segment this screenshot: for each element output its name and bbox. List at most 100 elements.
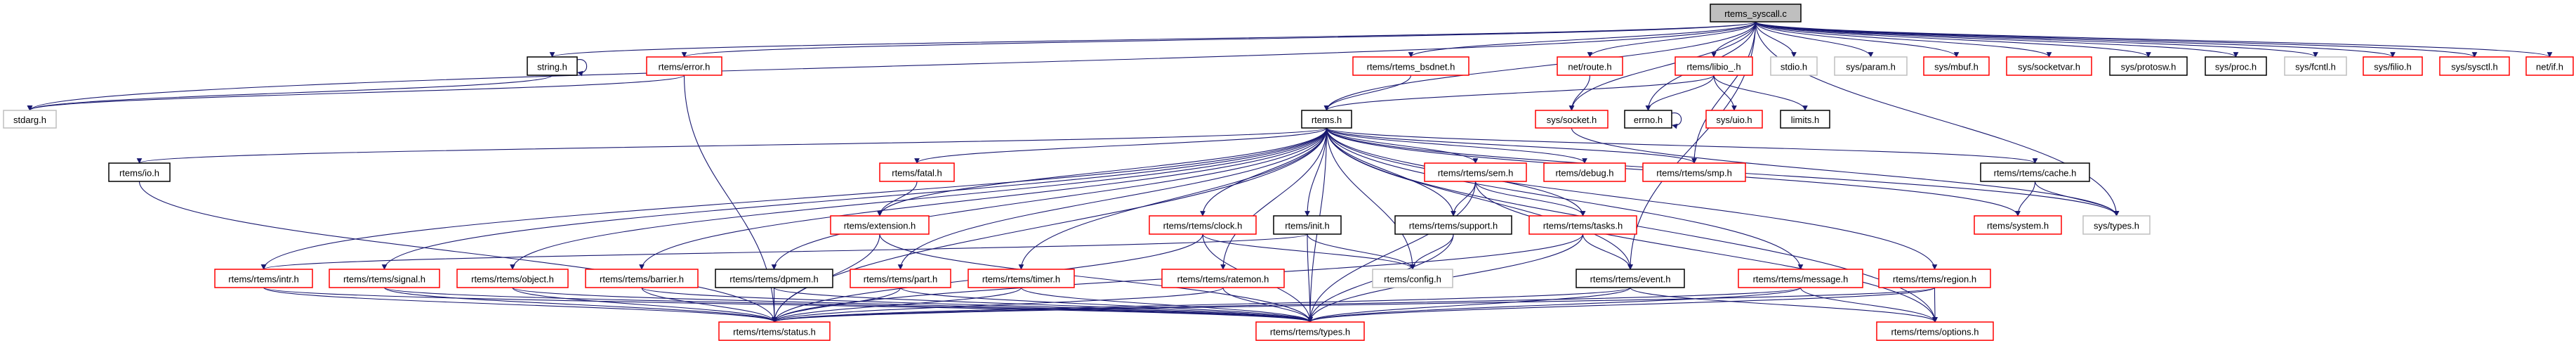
node-box [1834, 56, 1908, 76]
edge-rtemsh-to-cache [1326, 127, 2038, 164]
node-fcntl[interactable]: sys/fcntl.h [2284, 56, 2347, 76]
node-barrier[interactable]: rtems/rtems/barrier.h [585, 269, 699, 288]
node-intr[interactable]: rtems/rtems/intr.h [214, 269, 313, 288]
node-box [646, 56, 722, 76]
edge-syscall-to-libio [1711, 21, 1757, 58]
node-status[interactable]: rtems/rtems/status.h [718, 321, 831, 341]
edge-rtemsh-to-support [1326, 127, 1456, 217]
edge-rtemsh-to-barrier [639, 127, 1328, 270]
node-clock[interactable]: rtems/rtems/clock.h [1149, 215, 1257, 235]
edge-syscall-to-stdio [1755, 21, 1797, 58]
node-bsdnet[interactable]: rtems/rtems_bsdnet.h [1352, 56, 1469, 76]
node-signal[interactable]: rtems/rtems/signal.h [329, 269, 440, 288]
node-label: rtems/io.h [119, 168, 159, 179]
edge-rtemsh-to-region [1326, 127, 1938, 270]
node-event[interactable]: rtems/rtems/event.h [1576, 269, 1685, 288]
node-tasks[interactable]: rtems/rtems/tasks.h [1528, 215, 1637, 235]
edge-object-to-types [512, 287, 1313, 323]
edge-object-to-status [512, 287, 777, 323]
edge-syscall-to-bsdnet [1408, 21, 1757, 58]
node-label: rtems/rtems/timer.h [982, 274, 1060, 285]
node-object[interactable]: rtems/rtems/object.h [456, 269, 569, 288]
node-box [1301, 110, 1352, 129]
node-limits[interactable]: limits.h [1780, 110, 1830, 129]
node-label: sys/param.h [1846, 62, 1896, 72]
node-fatal[interactable]: rtems/fatal.h [879, 162, 955, 182]
node-io[interactable]: rtems/io.h [108, 162, 171, 182]
node-rtemsh[interactable]: rtems.h [1301, 110, 1352, 129]
node-box [585, 269, 699, 288]
node-error[interactable]: rtems/error.h [646, 56, 722, 76]
node-debug[interactable]: rtems/debug.h [1543, 162, 1626, 182]
node-systypes[interactable]: sys/types.h [2082, 215, 2151, 235]
node-smp[interactable]: rtems/rtems/smp.h [1642, 162, 1746, 182]
node-region[interactable]: rtems/rtems/region.h [1878, 269, 1991, 288]
edge-rtemsh-to-io [137, 127, 1328, 164]
node-libio[interactable]: rtems/libio_.h [1675, 56, 1753, 76]
node-label: net/route.h [1568, 62, 1611, 72]
node-sem[interactable]: rtems/rtems/sem.h [1424, 162, 1527, 182]
node-box [1980, 162, 2090, 182]
node-protosw[interactable]: sys/protosw.h [2109, 56, 2188, 76]
node-box [718, 321, 831, 341]
edge-region-to-status [772, 287, 1936, 323]
node-stdarg[interactable]: stdarg.h [3, 110, 57, 129]
node-socket[interactable]: sys/socket.h [1535, 110, 1609, 129]
node-cache[interactable]: rtems/rtems/cache.h [1980, 162, 2090, 182]
edge-message-to-types [1307, 287, 1802, 323]
node-label: rtems/rtems/object.h [471, 274, 554, 285]
edge-init-to-config [1307, 233, 1415, 270]
edge-syscall-to-rtemsh [1323, 21, 1757, 111]
node-label: rtems/rtems/region.h [1893, 274, 1976, 285]
node-init[interactable]: rtems/init.h [1273, 215, 1342, 235]
node-options[interactable]: rtems/rtems/options.h [1876, 321, 1994, 341]
node-uio[interactable]: sys/uio.h [1705, 110, 1763, 129]
node-label: rtems/config.h [1384, 274, 1441, 285]
node-errno[interactable]: errno.h [1624, 110, 1672, 129]
node-box [1273, 215, 1342, 235]
node-label: rtems/init.h [1285, 221, 1330, 231]
edge-sem-to-tasks [1474, 181, 1586, 217]
node-box [2525, 56, 2574, 76]
edge-bsdnet-to-rtemsh [1323, 75, 1412, 111]
node-types[interactable]: rtems/rtems/types.h [1255, 321, 1365, 341]
node-param[interactable]: sys/param.h [1834, 56, 1908, 76]
node-route[interactable]: net/route.h [1557, 56, 1623, 76]
node-ratemon[interactable]: rtems/rtems/ratemon.h [1161, 269, 1285, 288]
node-mbuf[interactable]: sys/mbuf.h [1923, 56, 1990, 76]
edge-libio-to-rtemsh [1323, 75, 1715, 111]
node-box [2439, 56, 2510, 76]
node-part[interactable]: rtems/rtems/part.h [850, 269, 951, 288]
edge-init-to-types [1307, 233, 1313, 323]
node-message[interactable]: rtems/rtems/message.h [1738, 269, 1863, 288]
node-box [1255, 321, 1365, 341]
edge-signal-to-types [383, 287, 1313, 323]
node-netif[interactable]: net/if.h [2525, 56, 2574, 76]
node-label: sys/proc.h [2215, 62, 2257, 72]
node-box [2082, 215, 2151, 235]
node-dpmem[interactable]: rtems/rtems/dpmem.h [715, 269, 833, 288]
node-sysctl[interactable]: sys/sysctl.h [2439, 56, 2510, 76]
node-box [1876, 321, 1994, 341]
edge-syscall-to-socketvar [1755, 21, 2052, 58]
node-socketvar[interactable]: sys/socketvar.h [2006, 56, 2092, 76]
node-box [1780, 110, 1830, 129]
node-stdio[interactable]: stdio.h [1770, 56, 1818, 76]
edge-signal-to-status [383, 287, 777, 323]
edge-syscall-to-proc [1755, 21, 2239, 58]
node-config[interactable]: rtems/config.h [1372, 269, 1453, 288]
node-box [2284, 56, 2347, 76]
edge-sem-to-options [1474, 181, 1938, 323]
node-proc[interactable]: sys/proc.h [2205, 56, 2267, 76]
node-support[interactable]: rtems/rtems/support.h [1394, 215, 1512, 235]
edge-rtemsh-to-sem [1326, 127, 1479, 164]
node-string[interactable]: string.h [527, 56, 578, 76]
node-filio[interactable]: sys/filio.h [2363, 56, 2423, 76]
node-extension[interactable]: rtems/extension.h [830, 215, 930, 235]
edge-barrier-to-status [641, 287, 777, 323]
node-timer[interactable]: rtems/rtems/timer.h [967, 269, 1075, 288]
node-syscall[interactable]: rtems_syscall.c [1710, 4, 1802, 22]
node-label: rtems/rtems/dpmem.h [729, 274, 818, 285]
node-system[interactable]: rtems/system.h [1974, 215, 2062, 235]
edge-syscall-to-smp [1691, 21, 1757, 164]
